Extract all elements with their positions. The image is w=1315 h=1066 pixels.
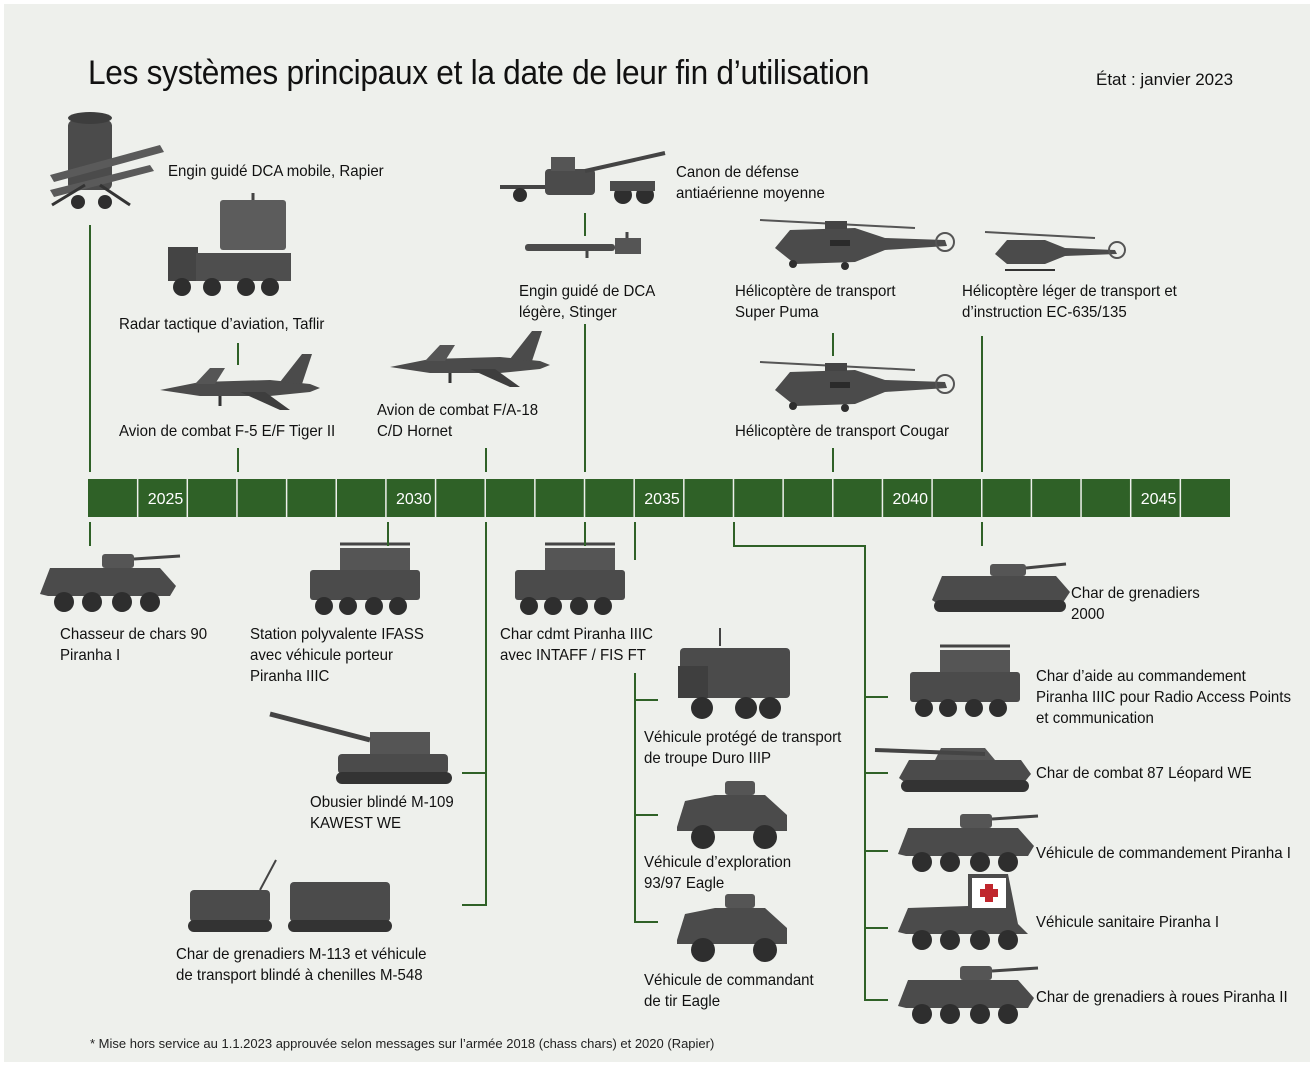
missile-launcher-icon <box>48 110 166 211</box>
label-piranha-i-tank-destroyer: Chasseur de chars 90 Piranha I <box>60 626 208 664</box>
label-m109: Obusier blindé M-109 KAWEST WE <box>310 794 454 832</box>
footnote: * Mise hors service au 1.1.2023 approuvé… <box>90 1036 715 1051</box>
year-label: 2025 <box>148 491 184 508</box>
connector-lines <box>89 213 983 1001</box>
ambulance-apc-icon <box>898 874 1028 950</box>
wheeled-station-icon <box>308 542 422 617</box>
label-taflir: Radar tactique d’aviation, Taflir <box>119 316 325 333</box>
anti-aircraft-gun-icon <box>498 151 667 206</box>
year-label: 2045 <box>1141 491 1177 508</box>
label-aa-gun: Canon de défense antiaérienne moyenne <box>676 164 825 202</box>
label-ec635: Hélicoptère léger de transport et d’inst… <box>962 283 1177 321</box>
label-super-puma: Hélicoptère de transport Super Puma <box>735 283 896 321</box>
wheeled-command-vehicle-icon <box>513 542 627 617</box>
wheeled-apc-icon <box>896 964 1040 1026</box>
label-piranha-i-medical: Véhicule sanitaire Piranha I <box>1036 914 1220 931</box>
year-label: 2035 <box>644 491 680 508</box>
vehicle-silhouettes <box>38 110 1126 1026</box>
jet-fighter-icon <box>388 329 552 389</box>
label-f5-tiger: Avion de combat F-5 E/F Tiger II <box>119 423 336 440</box>
shoulder-missile-icon <box>523 230 643 260</box>
helicopter-icon <box>759 361 955 413</box>
label-eagle-scout: Véhicule d’exploration 93/97 Eagle <box>644 854 792 892</box>
label-rapier: Engin guidé DCA mobile, Rapier <box>168 163 384 180</box>
label-eagle-fire: Véhicule de commandant de tir Eagle <box>644 972 814 1010</box>
label-fa18-hornet: Avion de combat F/A-18 C/D Hornet <box>377 402 539 440</box>
status-date: État : janvier 2023 <box>1096 70 1234 89</box>
radar-truck-icon <box>166 191 293 298</box>
timeline-bar: 2025 2030 2035 2040 2045 <box>88 479 1230 517</box>
label-leopard: Char de combat 87 Léopard WE <box>1036 765 1252 782</box>
wheeled-tank-destroyer-icon <box>38 552 182 614</box>
jet-fighter-icon <box>158 352 322 412</box>
light-helicopter-icon <box>984 231 1126 271</box>
self-propelled-howitzer-icon <box>270 714 452 784</box>
label-piranha-ii: Char de grenadiers à roues Piranha II <box>1036 989 1288 1006</box>
tracked-ifv-icon <box>930 562 1072 614</box>
label-piranha-i-command: Véhicule de commandement Piranha I <box>1036 845 1291 862</box>
scout-vehicle-icon <box>677 781 787 849</box>
wheeled-command-vehicle-icon <box>908 644 1022 719</box>
main-battle-tank-icon <box>873 746 1033 794</box>
page-title: Les systèmes principaux et la date de le… <box>88 54 870 92</box>
label-cougar: Hélicoptère de transport Cougar <box>735 423 950 440</box>
year-label: 2040 <box>892 491 928 508</box>
wheeled-apc-icon <box>896 812 1040 874</box>
label-grenadier-2000: Char de grenadiers 2000 <box>1071 585 1200 623</box>
scout-vehicle-icon <box>677 894 787 962</box>
helicopter-icon <box>759 219 955 271</box>
label-ifass: Station polyvalente IFASS avec véhicule … <box>250 626 424 685</box>
label-duro: Véhicule protégé de transport de troupe … <box>644 729 842 767</box>
label-piranha-iiic-command: Char cdmt Piranha IIIC avec INTAFF / FIS… <box>500 626 653 664</box>
background-panel <box>4 4 1310 1062</box>
armored-truck-icon <box>677 627 791 720</box>
label-piranha-iiic-radio: Char d’aide au commandement Piranha IIIC… <box>1036 668 1291 727</box>
label-m113-m548: Char de grenadiers M-113 et véhicule de … <box>176 946 427 984</box>
tracked-apc-icon <box>187 859 393 933</box>
label-stinger: Engin guidé de DCA légère, Stinger <box>519 283 656 321</box>
year-label: 2030 <box>396 491 432 508</box>
